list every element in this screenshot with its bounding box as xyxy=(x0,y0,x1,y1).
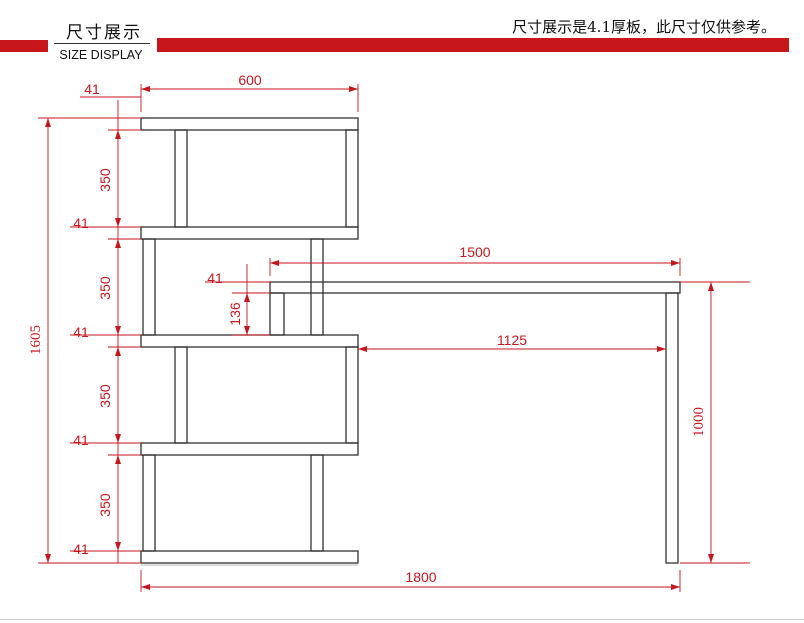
dimension-label-board-thickness: 41 xyxy=(73,324,89,340)
dimension-label-desk-length: 1500 xyxy=(459,244,490,260)
shelf-board-3 xyxy=(140,334,359,348)
post xyxy=(310,238,324,336)
post xyxy=(142,454,156,552)
post xyxy=(345,129,359,228)
dimension-label-total-height: 1605 xyxy=(28,325,44,355)
dimension-label-board-thickness: 41 xyxy=(73,432,89,448)
dimension-label-desk-board: 41 xyxy=(207,270,223,286)
furniture-outline xyxy=(140,117,681,564)
post xyxy=(345,346,359,444)
accent-bar-right xyxy=(157,38,789,52)
shelf-board-bottom xyxy=(140,550,359,564)
dimension-label-board-thickness: 41 xyxy=(73,215,89,231)
post xyxy=(174,346,188,444)
section-subtitle: SIZE DISPLAY xyxy=(59,48,143,62)
shelf-board-top xyxy=(140,117,359,131)
dimension-label-shelf-width: 600 xyxy=(238,72,262,88)
dimension-label-shelf-gap: 350 xyxy=(97,384,113,408)
dimension-label-board-thickness: 41 xyxy=(84,81,100,97)
post xyxy=(310,454,324,552)
header: 尺寸展示 SIZE DISPLAY 尺寸展示是4.1厚板，此尺寸仅供参考。 xyxy=(0,0,804,70)
dimension-label-shelf-gap: 350 xyxy=(97,493,113,517)
post xyxy=(174,129,188,228)
desk-left-support xyxy=(269,292,285,336)
section-title: 尺寸展示 xyxy=(66,23,142,43)
desk-leg xyxy=(665,292,679,564)
shelf-board-4 xyxy=(140,442,359,456)
dimension-label-desk-drop: 136 xyxy=(227,302,243,326)
dimension-label-shelf-gap: 350 xyxy=(97,276,113,300)
footer-divider xyxy=(0,619,804,620)
dimension-label-desk-height: 1000 xyxy=(691,407,707,437)
dimension-label-desk-inner: 1125 xyxy=(497,332,527,348)
thickness-note: 尺寸展示是4.1厚板，此尺寸仅供参考。 xyxy=(512,18,776,36)
arrowheads xyxy=(45,86,714,590)
shelf-board-2 xyxy=(140,226,359,240)
dimension-lines xyxy=(38,84,750,592)
dimension-label-board-thickness: 41 xyxy=(73,541,89,557)
dimension-label-total-length: 1800 xyxy=(405,569,436,585)
title-divider xyxy=(54,43,150,44)
dimension-label-shelf-gap: 350 xyxy=(97,168,113,192)
post xyxy=(142,238,156,336)
accent-bar-left xyxy=(0,40,48,52)
desk-top xyxy=(269,281,681,294)
